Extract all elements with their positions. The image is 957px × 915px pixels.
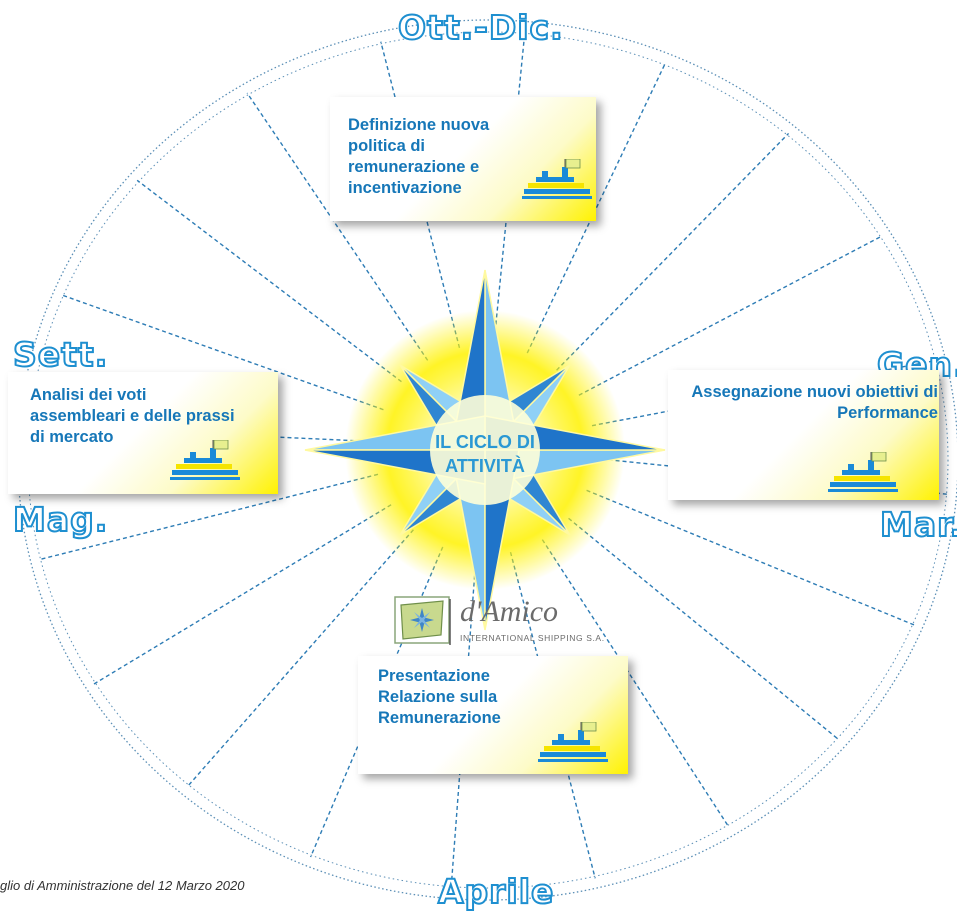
card-text: Analisi dei voti assembleari e delle pra…: [30, 386, 235, 446]
compass-ray: [246, 92, 429, 361]
ship-icon: [170, 440, 240, 480]
compass-ray: [568, 517, 840, 741]
compass-outer-ring: [17, 19, 957, 901]
card-assegnazione-obiettivi: Assegnazione nuovi obiettivi di Performa…: [668, 370, 939, 500]
compass-ray: [541, 539, 730, 828]
compass-ray: [93, 504, 392, 685]
compass-ray: [61, 294, 384, 411]
card-analisi-voti: Analisi dei voti assembleari e delle pra…: [8, 372, 278, 494]
logo-name: d'Amico: [460, 595, 559, 628]
compass-ray: [578, 235, 883, 396]
footnote: glio di Amministrazione del 12 Marzo 202…: [0, 878, 245, 893]
compass-ray: [136, 179, 402, 383]
star-core: [430, 395, 540, 505]
card-text: Presentazione Relazione sulla Remunerazi…: [378, 667, 501, 727]
card-text: Assegnazione nuovi obiettivi di Performa…: [691, 383, 938, 422]
compass-ray: [380, 41, 461, 349]
ship-icon: [828, 452, 898, 492]
compass-ray: [186, 529, 414, 788]
month-label-ott-dic: Ott.-Dic.: [397, 7, 564, 48]
compass-ray: [556, 132, 790, 371]
damico-flag-logo: [394, 596, 451, 645]
card-text: Definizione nuova politica di remunerazi…: [348, 116, 490, 197]
month-label-sett: Sett.: [12, 334, 109, 375]
logo-subtitle: INTERNATIONAL SHIPPING S.A.: [460, 633, 605, 643]
card-presentazione-relazione: Presentazione Relazione sulla Remunerazi…: [358, 656, 628, 774]
compass-ray: [586, 489, 915, 626]
compass-ray: [38, 473, 379, 561]
month-label-mar: Mar.: [879, 504, 957, 545]
month-label-aprile: Aprile: [437, 871, 555, 912]
compass-ray: [526, 62, 667, 354]
center-title: IL CICLO DI ATTIVITÀ: [435, 432, 535, 476]
ship-icon: [538, 722, 608, 762]
month-label-mag: Mag.: [12, 499, 109, 540]
card-definizione-politica: Definizione nuova politica di remunerazi…: [330, 97, 596, 221]
ship-icon: [522, 159, 592, 199]
